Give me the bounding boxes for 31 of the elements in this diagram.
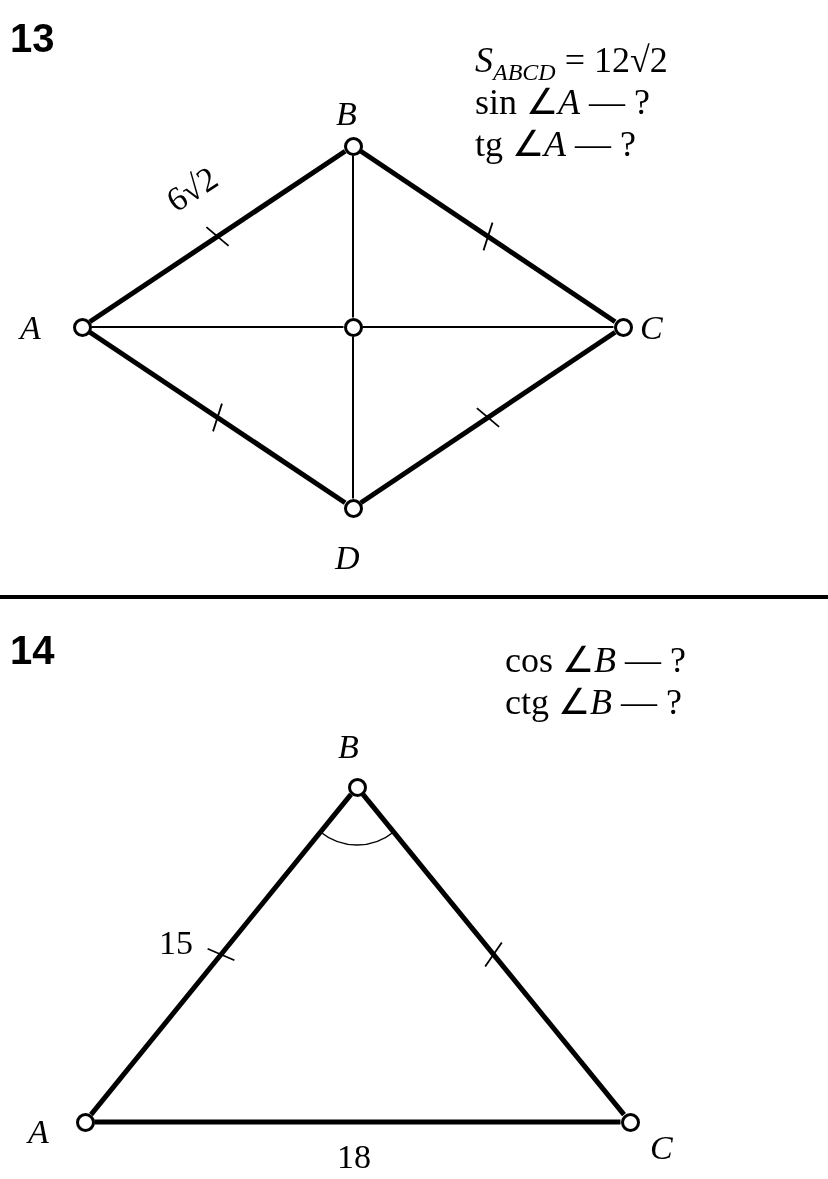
vertex-label: B bbox=[338, 727, 359, 767]
side-line bbox=[94, 1119, 621, 1125]
diagonal-line bbox=[90, 326, 345, 328]
side-line bbox=[88, 149, 347, 324]
problem-number: 13 bbox=[10, 18, 55, 58]
vertex-point bbox=[343, 498, 363, 518]
side-line bbox=[361, 792, 626, 1117]
diagonal-line bbox=[352, 335, 354, 500]
side-line bbox=[89, 792, 353, 1117]
side-line bbox=[359, 330, 617, 505]
vertex-label: A bbox=[28, 1112, 49, 1152]
vertex-point bbox=[620, 1112, 640, 1132]
task-text: cos ∠B — ? bbox=[505, 640, 686, 680]
task-text: ctg ∠B — ? bbox=[505, 682, 682, 722]
problem-number: 14 bbox=[10, 630, 55, 670]
vertex-label: C bbox=[640, 308, 663, 348]
vertex-point bbox=[72, 317, 92, 337]
vertex-label: D bbox=[335, 538, 360, 578]
diagonal-line bbox=[361, 326, 615, 328]
task-text: tg ∠A — ? bbox=[475, 124, 636, 164]
vertex-point bbox=[343, 317, 363, 337]
side-line bbox=[88, 330, 347, 505]
vertex-label: B bbox=[336, 94, 357, 134]
vertex-point bbox=[75, 1112, 95, 1132]
side-line bbox=[359, 149, 617, 324]
vertex-point bbox=[613, 317, 633, 337]
vertex-label: A bbox=[20, 308, 41, 348]
diagonal-line bbox=[352, 154, 354, 319]
vertex-label: C bbox=[650, 1128, 673, 1168]
vertex-point bbox=[343, 136, 363, 156]
vertex-point bbox=[347, 777, 367, 797]
